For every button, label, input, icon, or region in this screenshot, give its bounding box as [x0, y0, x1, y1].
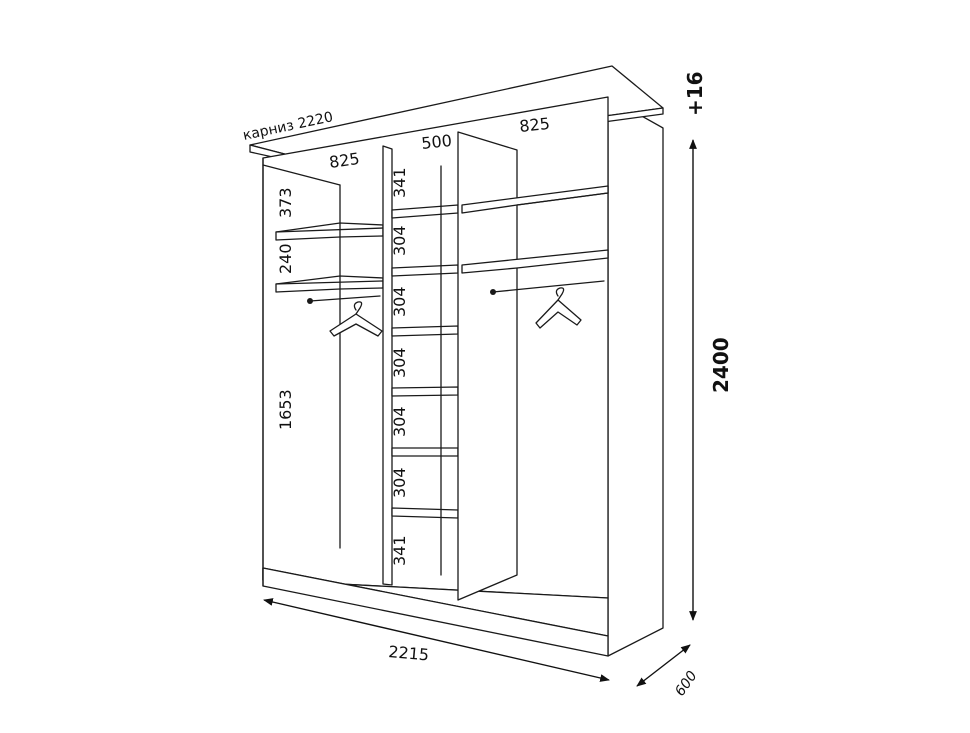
left-height-3: 1653 [276, 389, 295, 430]
middle-shelf-6: 304 [390, 467, 409, 498]
overall-width: 2215 [388, 642, 430, 664]
right-hanging-rail [490, 280, 605, 295]
middle-shelf-2: 304 [390, 225, 409, 256]
hanger-icon-right [535, 287, 582, 329]
top-dim-left: 825 [328, 149, 361, 172]
middle-shelf-4: 304 [390, 347, 409, 378]
hanger-icon [329, 301, 383, 337]
overall-depth: 600 [672, 668, 700, 699]
right-partition [457, 131, 518, 601]
cornice-plus: +16 [683, 71, 707, 116]
middle-shelf-7: 341 [390, 535, 409, 566]
overall-height: 2400 [709, 337, 733, 393]
width-dimension-line [263, 598, 610, 682]
middle-section [382, 145, 459, 586]
left-height-2: 240 [276, 243, 295, 274]
middle-shelf-5: 304 [390, 406, 409, 437]
left-height-1: 373 [276, 187, 295, 218]
back-wall [262, 96, 609, 599]
left-hanging-rail [307, 295, 381, 304]
right-section-shelves [461, 185, 609, 274]
top-dim-right: 825 [518, 114, 550, 136]
depth-dimension-line [636, 644, 691, 687]
middle-shelf-1: 341 [390, 167, 409, 198]
top-dim-middle: 500 [420, 131, 452, 153]
right-side-panel [607, 96, 664, 657]
middle-shelf-3: 304 [390, 286, 409, 317]
